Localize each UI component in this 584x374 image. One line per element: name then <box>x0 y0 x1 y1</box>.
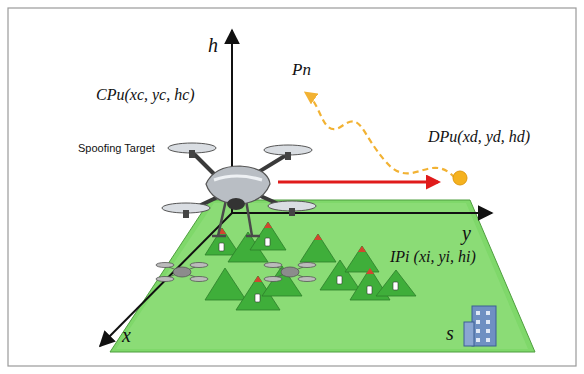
station-label: s <box>446 322 454 345</box>
terrain <box>205 222 416 310</box>
position-label: DPu(xd, yd, hd) <box>428 128 530 146</box>
axis-label: x <box>122 324 131 347</box>
position-label: IPi (xi, yi, hi) <box>390 248 476 266</box>
destination-dot <box>453 171 467 185</box>
building-icon <box>464 306 496 346</box>
target-label: Spoofing Target <box>78 142 155 155</box>
y-axis <box>232 212 492 214</box>
red-arrow <box>278 181 438 184</box>
axis-label: y <box>462 222 471 245</box>
position-label: CPu(xc, yc, hc) <box>96 86 195 104</box>
path-label: Pn <box>292 60 311 80</box>
ground-drones <box>156 263 316 282</box>
target-drone <box>162 143 316 236</box>
ground-plane <box>110 200 535 352</box>
x-axis <box>100 213 232 346</box>
axis-label: h <box>208 34 218 57</box>
frame <box>8 8 576 366</box>
